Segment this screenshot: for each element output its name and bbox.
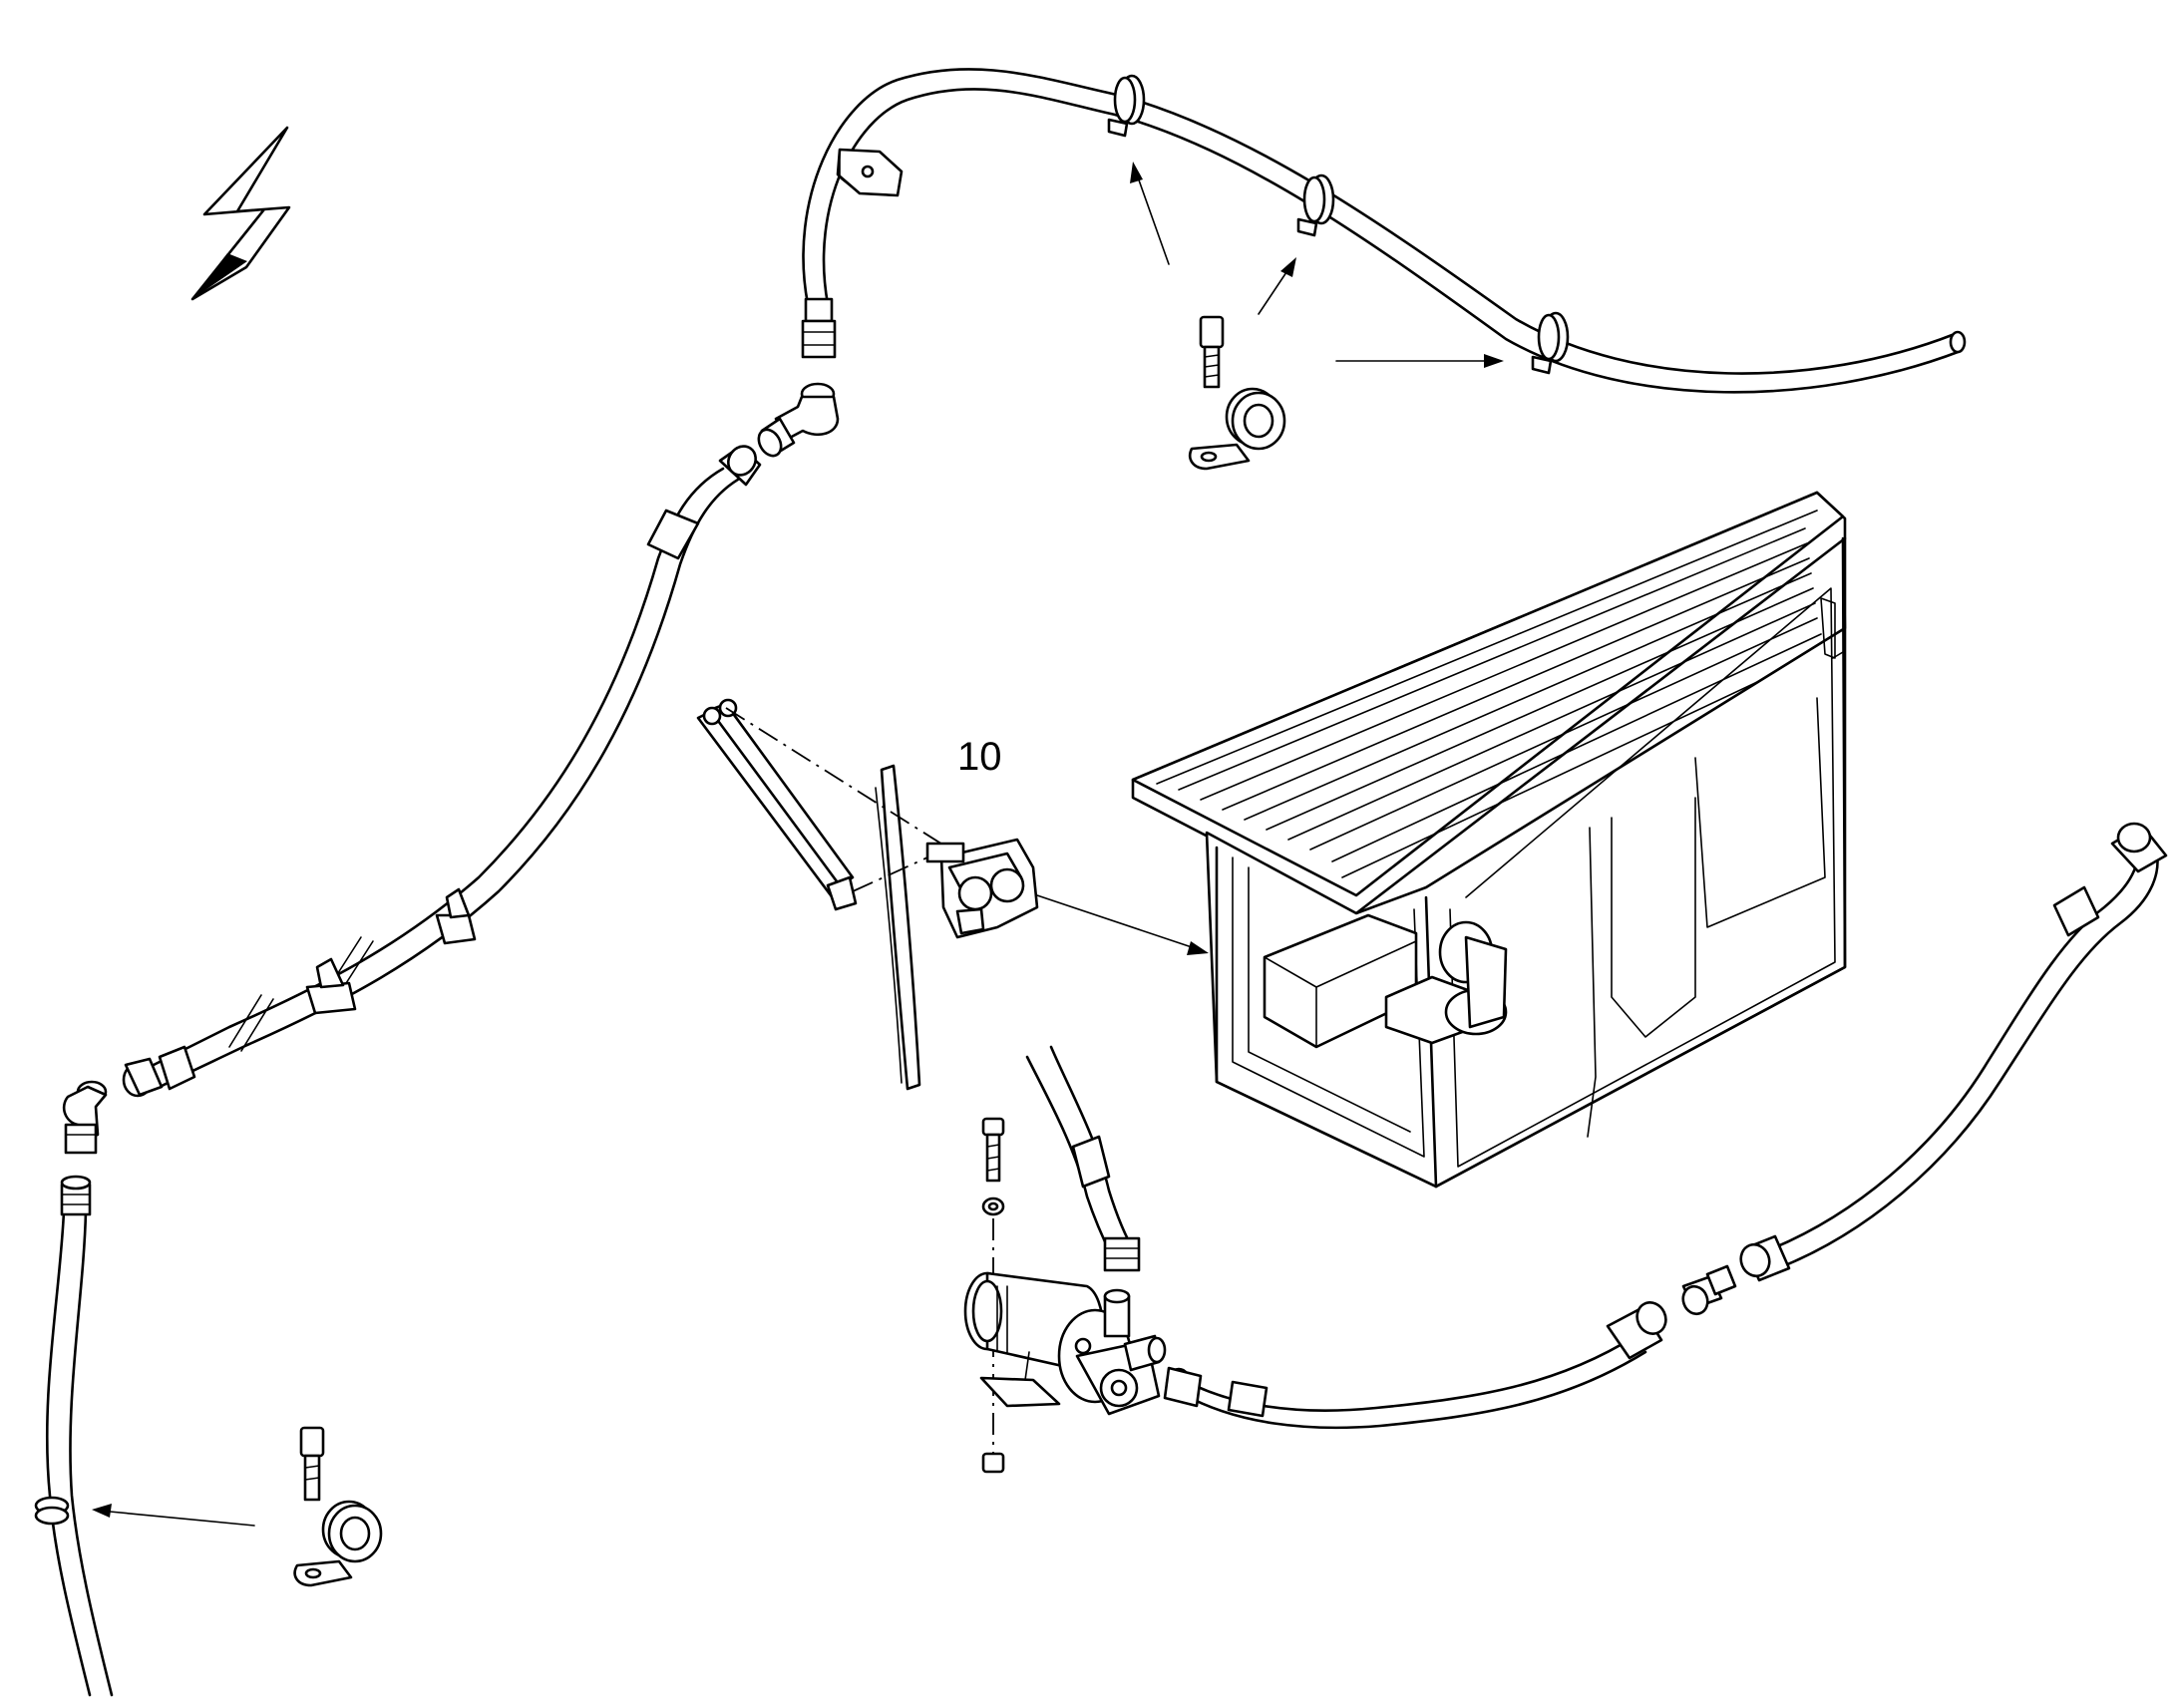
elbow-fitting — [62, 1080, 108, 1155]
clamp-with-screw — [293, 1426, 383, 1587]
adapter-fitting — [1681, 1264, 1737, 1316]
lower-hose — [1163, 1301, 1667, 1430]
callout-label: 10 — [957, 735, 1002, 779]
upper-hose — [801, 68, 1967, 394]
leader-arrows-upper — [1130, 162, 1504, 368]
wiper-arm — [696, 698, 858, 911]
leader-arrow-wiper — [1036, 894, 1209, 955]
right-hose — [1739, 822, 2168, 1282]
lightning-bolt-icon — [190, 126, 291, 301]
elbow-fitting — [757, 382, 840, 458]
cab — [1131, 491, 1847, 1189]
hose-clamp — [1531, 311, 1570, 375]
hose-end-fitting — [718, 445, 762, 487]
hose-clamp — [1107, 74, 1146, 138]
hose-end-fitting — [801, 297, 837, 359]
long-hose — [122, 445, 762, 1098]
leader-arrow-left — [92, 1504, 255, 1527]
vertical-hose-to-pump — [1025, 1045, 1141, 1272]
wiper-blade — [875, 764, 921, 1091]
clamp-with-screw — [1188, 315, 1286, 471]
left-vertical-hose — [34, 1175, 114, 1697]
wiper-motor — [925, 838, 1039, 939]
callout-10: 10 — [957, 735, 1002, 779]
washer-pump — [963, 1271, 1167, 1416]
dash-dot-center-line — [725, 707, 948, 892]
hose-clamp — [1296, 173, 1335, 237]
hose-end-fitting — [122, 1045, 196, 1098]
roof-slats — [1178, 527, 1826, 878]
